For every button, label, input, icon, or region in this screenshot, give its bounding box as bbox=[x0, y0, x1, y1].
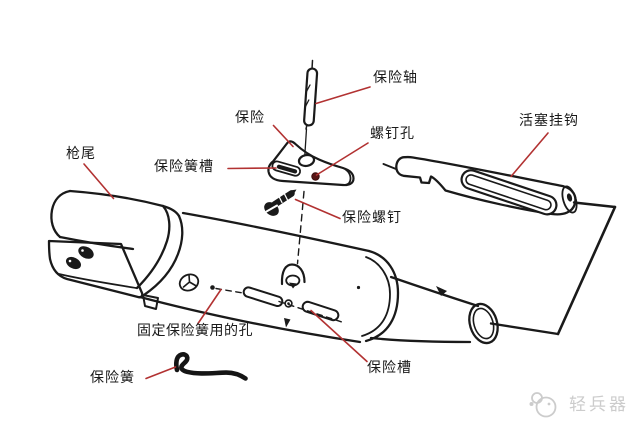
pin-tip bbox=[305, 124, 308, 130]
gas-tube-end-inner bbox=[472, 307, 495, 340]
label-spring-fixing-hole: 固定保险簧用的孔 bbox=[137, 322, 253, 338]
screw-threads bbox=[278, 193, 289, 204]
axis-arrowhead bbox=[284, 318, 291, 328]
safety-boss-notch bbox=[289, 282, 297, 289]
receiver-screw-slot bbox=[182, 274, 197, 288]
label-safety-spring-groove: 保险簧槽 bbox=[154, 158, 214, 174]
piston-left-stub bbox=[382, 163, 397, 170]
piston-end-ring bbox=[561, 185, 578, 214]
receiver-details bbox=[65, 190, 447, 328]
safety-slot-capsule bbox=[301, 300, 340, 322]
safety-lever-outline bbox=[267, 140, 355, 187]
safety-axis-pin-drawing bbox=[303, 59, 319, 157]
tube-bottom-edge bbox=[138, 295, 362, 344]
label-safety: 保险 bbox=[235, 109, 265, 125]
logo-dot bbox=[529, 402, 534, 406]
logo-big-circle bbox=[535, 396, 557, 418]
pin-shading bbox=[304, 84, 311, 108]
safety-boss-arch bbox=[280, 263, 306, 286]
leader-gun-tail bbox=[83, 163, 115, 200]
plate-hole-2 bbox=[65, 256, 82, 270]
screw-head-slot bbox=[265, 204, 278, 213]
leader-safety-spring bbox=[145, 366, 177, 380]
piston-hook-drawing bbox=[382, 155, 578, 216]
label-safety-screw: 保险螺钉 bbox=[342, 209, 402, 225]
leader-spring-fixing-hole bbox=[197, 288, 222, 325]
tube-end-flange-inner bbox=[361, 256, 391, 337]
leader-screw-hole bbox=[315, 142, 369, 176]
tube-top-edge bbox=[181, 211, 371, 253]
gas-tube-bottom-edge bbox=[369, 336, 472, 344]
screw-tip bbox=[290, 189, 297, 197]
leader-safety-axis bbox=[315, 86, 371, 105]
gas-tube-top-edge bbox=[389, 275, 480, 308]
receiver-body-drawing bbox=[47, 189, 499, 345]
gun-tail-left-cap bbox=[50, 189, 72, 239]
receiver-screw-head bbox=[178, 273, 200, 292]
watermark-text: 轻兵器 bbox=[569, 395, 629, 414]
gun-tail-outline bbox=[68, 189, 181, 218]
piston-recess-outer bbox=[460, 169, 558, 216]
leader-piston-hook bbox=[510, 132, 549, 178]
plane-right-edge bbox=[556, 205, 617, 336]
gun-tail-band-outer bbox=[142, 214, 184, 297]
spring-slot-capsule bbox=[242, 286, 284, 308]
band-lug bbox=[142, 294, 159, 310]
leader-safety-slot bbox=[310, 309, 368, 363]
label-safety-axis: 保险轴 bbox=[373, 69, 418, 85]
logo-small-circle bbox=[531, 392, 543, 404]
spring-groove-inner bbox=[276, 164, 298, 174]
plane-bottom-edge bbox=[489, 322, 560, 336]
plate-hole-highlight-1 bbox=[81, 249, 84, 252]
label-gun-tail: 枪尾 bbox=[66, 145, 96, 161]
guide-plane-lines bbox=[489, 201, 617, 336]
safety-lever-axis-hole bbox=[297, 153, 316, 168]
spring-fixing-hole bbox=[210, 285, 215, 290]
safety-lever-drawing bbox=[267, 140, 355, 187]
plate-hole-highlight-2 bbox=[68, 259, 72, 263]
pin-body bbox=[303, 67, 319, 127]
label-safety-slot: 保险槽 bbox=[367, 359, 412, 375]
logo-eye-dot bbox=[547, 402, 551, 406]
tube-end-flange-outer bbox=[364, 249, 400, 343]
leader-safety-screw bbox=[294, 198, 341, 220]
label-safety-spring: 保险簧 bbox=[90, 369, 135, 385]
screw-shank bbox=[271, 190, 295, 208]
watermark-logo-icon bbox=[529, 392, 557, 418]
bolt-plate-thickness-line bbox=[58, 273, 137, 289]
gas-tube-end-outer bbox=[468, 302, 499, 345]
gas-tube-arrow bbox=[436, 286, 447, 296]
piston-recess-inner bbox=[465, 174, 552, 211]
label-screw-hole: 螺钉孔 bbox=[370, 125, 415, 141]
gun-tail-band-inner bbox=[135, 204, 171, 290]
flange-dot bbox=[356, 285, 361, 290]
leader-lines bbox=[83, 86, 549, 380]
leader-safety bbox=[272, 124, 294, 148]
label-piston-hook: 活塞挂钩 bbox=[519, 112, 579, 128]
piston-end-core bbox=[566, 193, 573, 202]
leader-spring-groove bbox=[227, 167, 277, 170]
safety-screw-drawing bbox=[264, 189, 297, 216]
pin-alignment-line bbox=[304, 128, 308, 157]
safety-spring-drawing bbox=[174, 352, 248, 381]
plane-top-edge bbox=[572, 201, 617, 209]
spring-wire bbox=[174, 352, 248, 381]
safety-lever-boss-inner bbox=[342, 167, 352, 186]
plate-hole-1 bbox=[78, 246, 94, 259]
